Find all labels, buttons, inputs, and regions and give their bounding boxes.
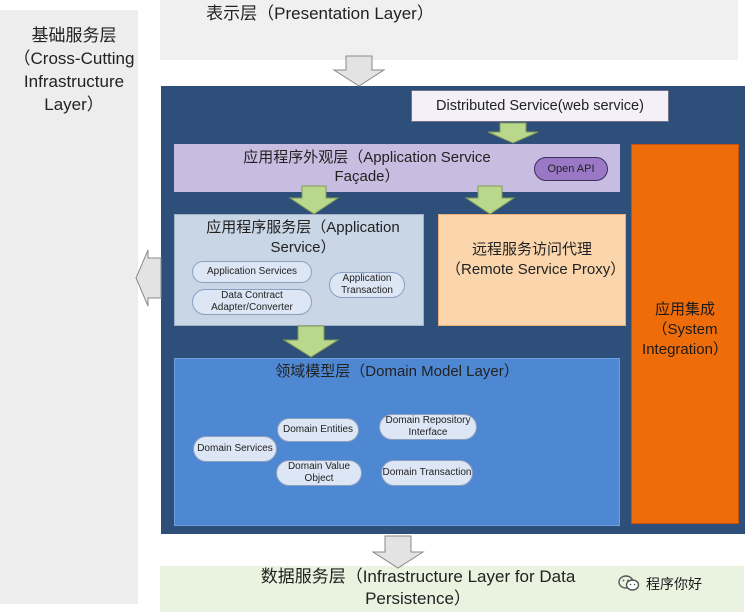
arrow-main-to-data-infra bbox=[371, 535, 425, 569]
domain-services-pill: Domain Services bbox=[193, 436, 277, 462]
distributed-service-box: Distributed Service(web service) bbox=[411, 90, 669, 122]
application-facade-label: 应用程序外观层（Application Service Façade） bbox=[243, 149, 491, 185]
wechat-icon bbox=[618, 574, 640, 595]
crosscutting-layer-label: 基础服务层（Cross-Cutting Infrastructure Layer… bbox=[13, 26, 135, 114]
crosscutting-layer bbox=[0, 10, 138, 604]
domain-entities-pill: Domain Entities bbox=[277, 418, 359, 442]
arrow-to-crosscutting-left bbox=[135, 249, 162, 307]
data-infrastructure-layer bbox=[160, 566, 744, 612]
domain-model-label: 领域模型层（Domain Model Layer） bbox=[275, 363, 519, 380]
watermark: 程序你好 bbox=[618, 570, 747, 598]
arrow-app-service-to-domain bbox=[282, 325, 340, 358]
presentation-layer bbox=[160, 0, 738, 60]
arrow-presentation-down bbox=[332, 55, 386, 87]
data-contract-adapter-pill: Data Contract Adapter/Converter bbox=[192, 289, 312, 315]
system-integration-layer bbox=[631, 144, 739, 524]
arrow-distributed-down bbox=[487, 122, 539, 144]
domain-transaction-pill: Domain Transaction bbox=[381, 460, 473, 486]
data-infrastructure-label: 数据服务层（Infrastructure Layer for Data Pers… bbox=[260, 567, 576, 608]
watermark-text: 程序你好 bbox=[646, 576, 702, 592]
open-api-badge: Open API bbox=[534, 157, 608, 181]
arrow-facade-to-remote-proxy bbox=[464, 185, 516, 215]
application-service-label: 应用程序服务层（Application Service） bbox=[206, 219, 400, 256]
domain-value-object-pill: Domain Value Object bbox=[276, 460, 362, 486]
application-transaction-pill: Application Transaction bbox=[329, 272, 405, 298]
system-integration-label: 应用集成（System Integration） bbox=[642, 301, 728, 358]
remote-service-proxy-layer bbox=[438, 214, 626, 326]
application-services-pill: Application Services bbox=[192, 261, 312, 283]
arrow-facade-to-app-service bbox=[288, 185, 340, 215]
domain-repository-interface-pill: Domain Repository Interface bbox=[379, 414, 477, 440]
remote-service-proxy-label: 远程服务访问代理（Remote Service Proxy） bbox=[446, 241, 626, 278]
presentation-layer-label: 表示层（Presentation Layer） bbox=[206, 4, 434, 23]
